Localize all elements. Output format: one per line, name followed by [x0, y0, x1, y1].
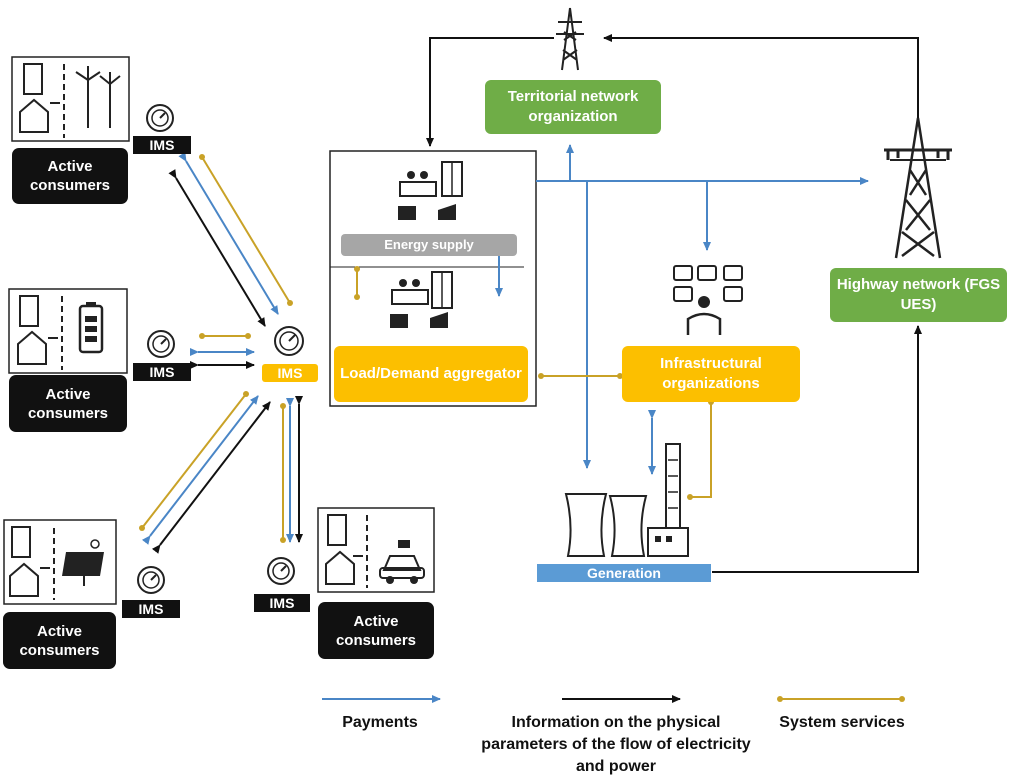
generation-bar: Generation [537, 564, 711, 582]
consumer-icon-top [11, 56, 130, 142]
highway-tower-icon [884, 117, 952, 259]
consumer-icon-bottom-left [3, 519, 117, 605]
consumer-icon-mid [8, 288, 128, 374]
active-consumers-label-bottom-left: Active consumers [3, 612, 116, 669]
meter-icon-center [274, 326, 304, 356]
meter-icon-bottom-left [137, 566, 165, 594]
meter-icon-mid [147, 330, 175, 358]
aggregator-box: Load/Demand aggregator [334, 346, 528, 402]
energy-supply-bar: Energy supply [341, 234, 517, 256]
office-icon-bottom [390, 271, 453, 328]
ims-tag-mid: IMS [133, 363, 191, 381]
supplier-frame [329, 150, 537, 407]
territorial-network-box: Territorial network organization [485, 80, 661, 134]
tower-to-supplier [426, 37, 554, 147]
consumer-icon-bottom-center [317, 507, 435, 593]
highway-network-box: Highway network (FGS UES) [830, 268, 1007, 322]
meter-icon-top [146, 104, 174, 132]
office-icon-top [398, 161, 463, 220]
infrastructural-box: Infrastructural organizations [622, 346, 800, 402]
infrastructure-icon [673, 265, 743, 335]
gen-to-highway [712, 325, 922, 573]
ims-tag-center: IMS [262, 364, 318, 382]
ims-tag-top: IMS [133, 136, 191, 154]
ims-tag-bottom-center: IMS [254, 594, 310, 612]
legend-system-services-label: System services [779, 714, 905, 731]
ims-tag-bottom-left: IMS [122, 600, 180, 618]
legend-information-label: Information on the physical parameters o… [481, 714, 751, 775]
active-consumers-label-bottom-center: Active consumers [318, 602, 434, 659]
meter-icon-bottom-center [267, 557, 295, 585]
legend-payments-label: Payments [342, 714, 418, 731]
transmission-tower-icon-top [556, 7, 584, 71]
active-consumers-label-mid: Active consumers [9, 375, 127, 432]
highway-to-tower [603, 34, 919, 118]
active-consumers-label-top: Active consumers [12, 148, 128, 204]
power-plant-icon [564, 443, 689, 557]
